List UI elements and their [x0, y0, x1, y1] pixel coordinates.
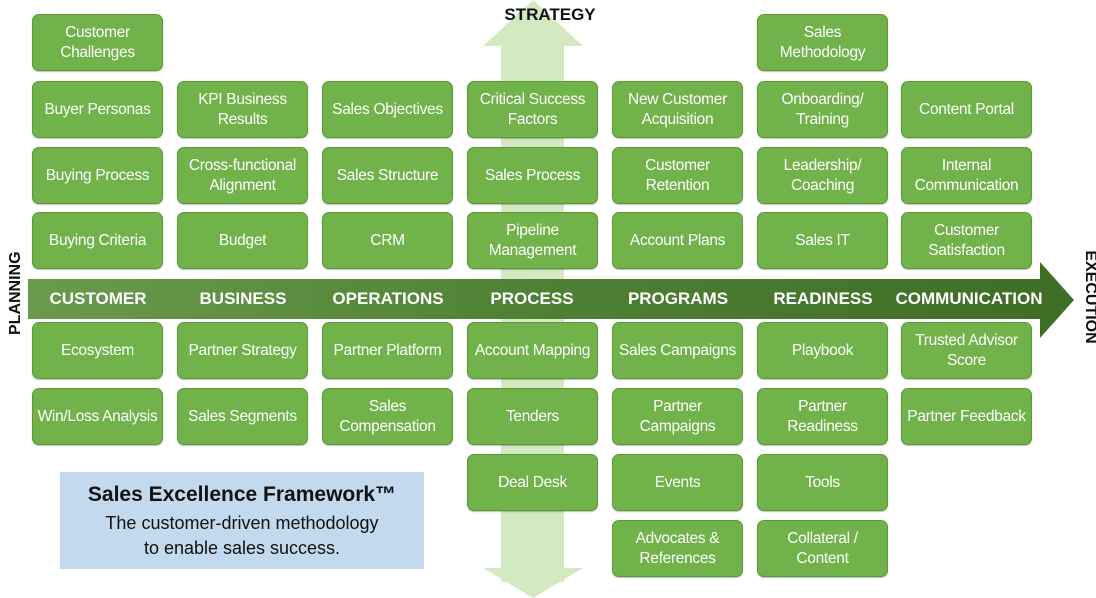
framework-box: Sales IT [757, 212, 888, 269]
framework-box: New Customer Acquisition [612, 81, 743, 138]
framework-legend: Sales Excellence Framework™ The customer… [60, 472, 424, 569]
framework-box: Cross-functional Alignment [177, 147, 308, 204]
strategy-arrow-head-up [483, 0, 583, 46]
framework-box: Critical Success Factors [467, 81, 598, 138]
framework-box: Partner Platform [322, 322, 453, 379]
framework-subtitle: The customer-driven methodology to enabl… [60, 511, 424, 561]
framework-box: Events [612, 454, 743, 511]
framework-box: Ecosystem [32, 322, 163, 379]
category-label: COMMUNICATION [895, 289, 1043, 308]
framework-box: Advocates & References [612, 520, 743, 577]
execution-label: EXECUTION [1082, 250, 1096, 344]
execution-arrow-head [1040, 262, 1074, 338]
framework-subtitle-line-2: to enable sales success. [143, 538, 341, 558]
framework-box: Partner Campaigns [612, 388, 743, 445]
framework-box: Account Plans [612, 212, 743, 269]
framework-box: Content Portal [901, 81, 1032, 138]
framework-box: Customer Satisfaction [901, 212, 1032, 269]
framework-box: Sales Structure [322, 147, 453, 204]
framework-box: Budget [177, 212, 308, 269]
framework-box: Sales Methodology [757, 14, 888, 71]
framework-box: Collateral / Content [757, 520, 888, 577]
framework-box: KPI Business Results [177, 81, 308, 138]
framework-box: Sales Compensation [322, 388, 453, 445]
framework-box: Customer Challenges [32, 14, 163, 71]
framework-box: Sales Campaigns [612, 322, 743, 379]
framework-subtitle-line-1: The customer-driven methodology [105, 513, 379, 533]
framework-box: Leadership/ Coaching [757, 147, 888, 204]
framework-box: Onboarding/ Training [757, 81, 888, 138]
framework-box: Account Mapping [467, 322, 598, 379]
framework-box: Partner Strategy [177, 322, 308, 379]
framework-box: Trusted Advisor Score [901, 322, 1032, 379]
category-label: CUSTOMER [49, 289, 147, 308]
framework-box: CRM [322, 212, 453, 269]
framework-box: Sales Objectives [322, 81, 453, 138]
framework-box: Buying Criteria [32, 212, 163, 269]
framework-box: Partner Feedback [901, 388, 1032, 445]
strategy-label: STRATEGY [504, 5, 596, 24]
framework-box: Deal Desk [467, 454, 598, 511]
category-label: READINESS [773, 289, 873, 308]
framework-box: Sales Segments [177, 388, 308, 445]
framework-box: Customer Retention [612, 147, 743, 204]
framework-box: Buying Process [32, 147, 163, 204]
framework-box: Buyer Personas [32, 81, 163, 138]
category-label: OPERATIONS [332, 289, 444, 308]
framework-box: Playbook [757, 322, 888, 379]
framework-box: Partner Readiness [757, 388, 888, 445]
category-label: PROCESS [490, 289, 574, 308]
framework-box: Internal Communication [901, 147, 1032, 204]
execution-arrow-shaft [28, 279, 1042, 319]
strategy-arrow-head-down [483, 568, 583, 598]
framework-box: Sales Process [467, 147, 598, 204]
framework-box: Win/Loss Analysis [32, 388, 163, 445]
framework-box: Tools [757, 454, 888, 511]
category-label: PROGRAMS [627, 289, 729, 308]
framework-box: Pipeline Management [467, 212, 598, 269]
framework-title: Sales Excellence Framework™ [87, 483, 397, 506]
framework-box: Tenders [467, 388, 598, 445]
category-label: BUSINESS [199, 289, 287, 308]
